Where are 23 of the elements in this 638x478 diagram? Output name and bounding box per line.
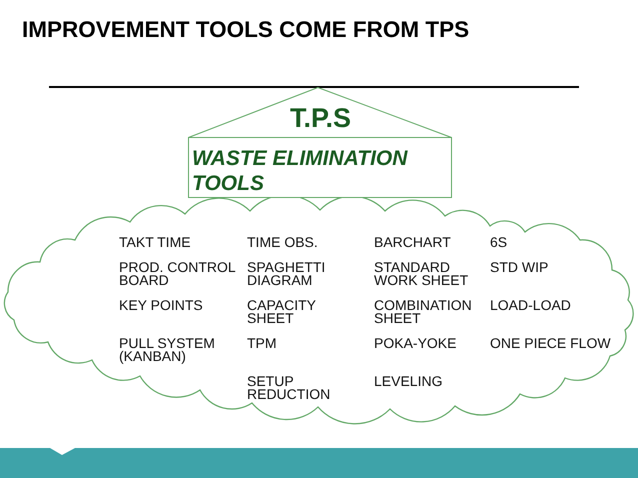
tool-name: CAPACITY SHEET (247, 299, 317, 325)
tool-name: PROD. CONTROL BOARD (119, 261, 236, 287)
tool-name: PULL SYSTEM (KANBAN) (119, 337, 216, 363)
category-box (188, 137, 452, 198)
tool-name: STD WIP (490, 261, 548, 274)
tool-name: ONE PIECE FLOW (490, 337, 611, 350)
tool-name: TIME OBS. (247, 236, 318, 249)
tool-name: BARCHART (374, 236, 451, 249)
tool-name: KEY POINTS (119, 299, 203, 312)
tool-name: TAKT TIME (119, 236, 191, 249)
heading-text: T.P.S (290, 105, 352, 132)
tool-name: SETUP REDUCTION (247, 375, 332, 401)
roof-triangle (188, 87, 452, 138)
tool-name: TPM (247, 337, 277, 350)
tool-name: 6S (490, 236, 508, 249)
box-label: WASTE ELIMINATION TOOLS (192, 146, 409, 196)
tool-name: SPAGHETTI DIAGRAM (247, 261, 326, 287)
tool-name: LEVELING (374, 375, 442, 388)
tool-name: COMBINATION SHEET (374, 299, 473, 325)
tool-name: LOAD-LOAD (490, 299, 571, 312)
tool-name: POKA-YOKE (374, 337, 456, 350)
slide-title: IMPROVEMENT TOOLS COME FROM TPS (22, 19, 470, 42)
tool-name: STANDARD WORK SHEET (374, 261, 470, 287)
